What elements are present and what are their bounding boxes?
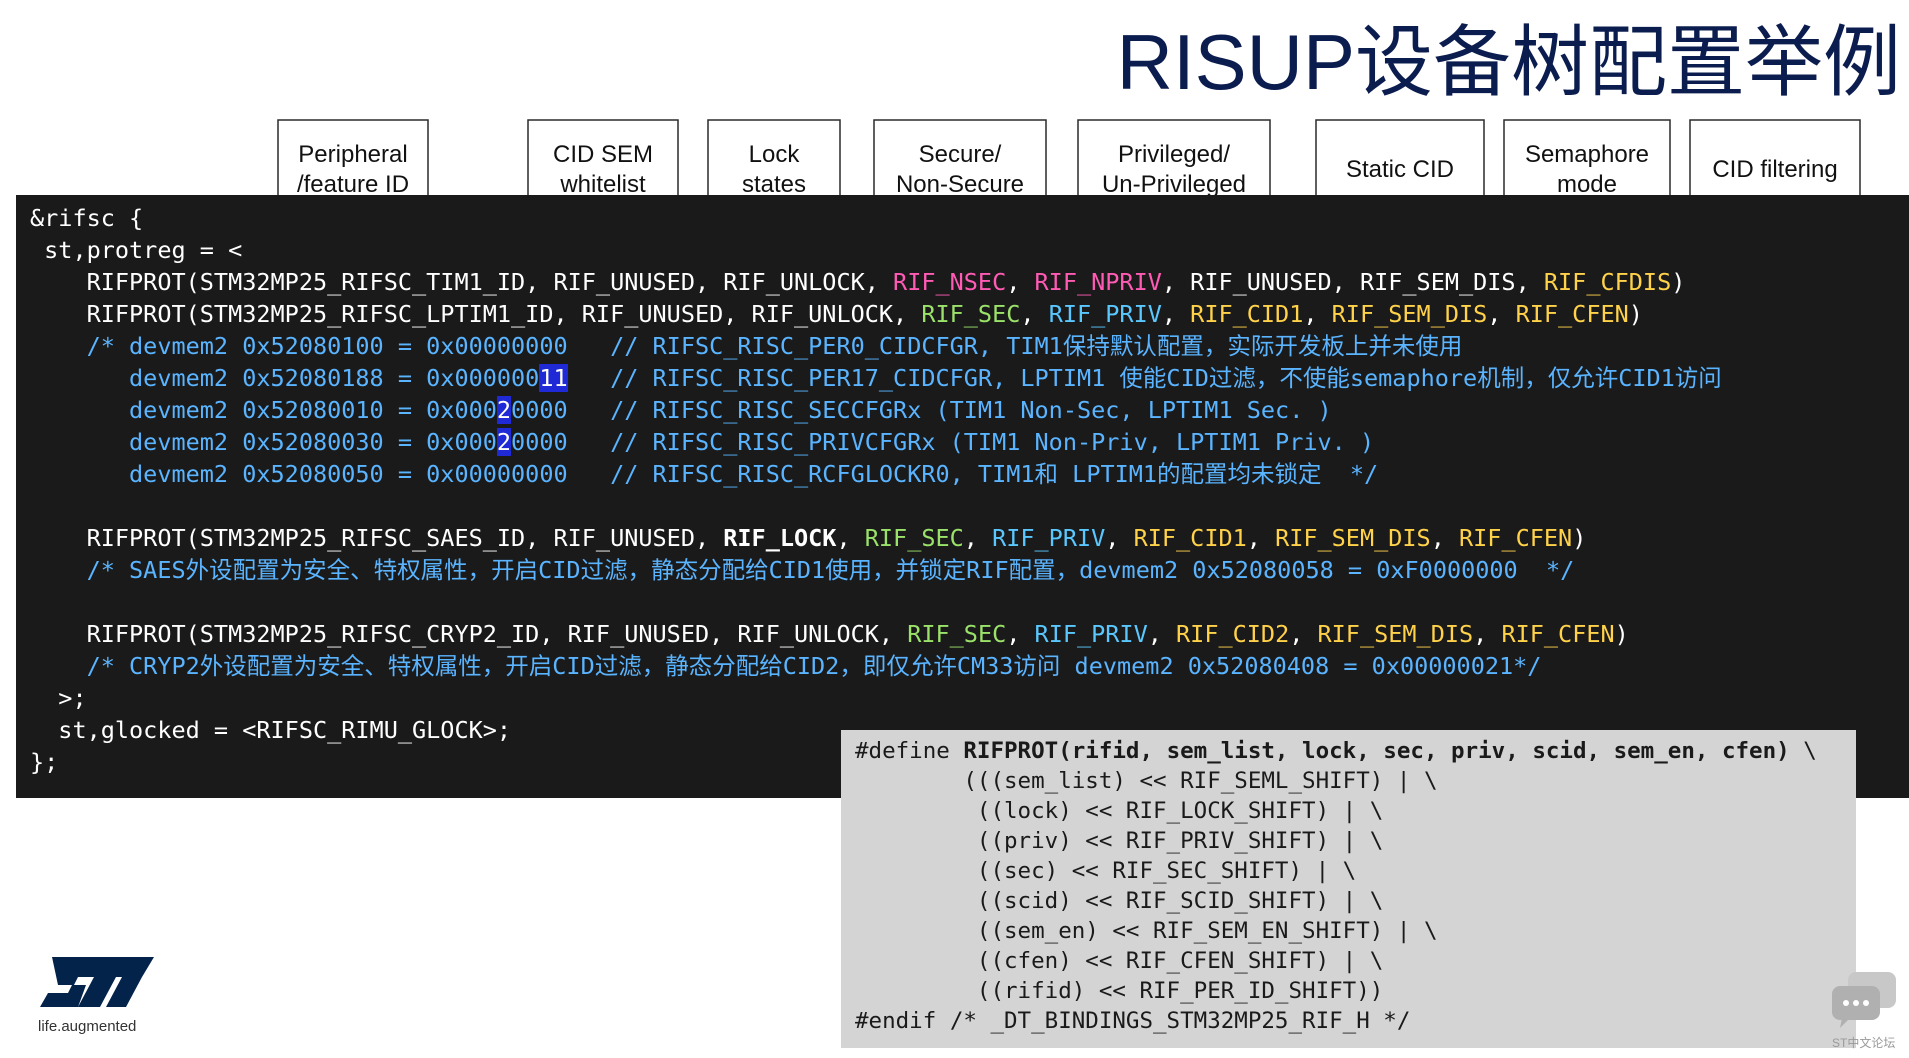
- nsec-token: RIF_NSEC: [893, 268, 1007, 296]
- code-text: RIFPROT(STM32MP25_RIFSC_SAES_ID, RIF_UNU…: [30, 524, 724, 552]
- forum-chat-icon: [1832, 972, 1896, 1028]
- comment-text: // RIFSC_RISC_PER17_CIDCFGR, LPTIM1 使能CI…: [567, 364, 1722, 392]
- define-box: #define RIFPROT(rifid, sem_list, lock, s…: [841, 730, 1856, 1048]
- cfen-token: RIF_CFEN: [1501, 620, 1615, 648]
- define-macro: RIFPROT(rifid, sem_list, lock, sec, priv…: [963, 738, 1790, 764]
- define-text: \: [1789, 738, 1817, 764]
- highlight: 11: [539, 364, 568, 392]
- cfdis-token: RIF_CFDIS: [1543, 268, 1672, 296]
- cid1-token: RIF_CID1: [1133, 524, 1247, 552]
- define-line: ((lock) << RIF_LOCK_SHIFT) | \: [855, 798, 1384, 824]
- code-line: };: [30, 748, 59, 776]
- code-line: st,glocked = <RIFSC_RIMU_GLOCK>;: [30, 716, 512, 744]
- comment-text: 0000 // RIFSC_RISC_SECCFGRx (TIM1 Non-Se…: [511, 396, 1332, 424]
- comment-line: /* CRYP2外设配置为安全、特权属性，开启CID过滤，静态分配给CID2，即…: [30, 652, 1542, 680]
- code-line-tim1: RIFPROT(STM32MP25_RIFSC_TIM1_ID, RIF_UNU…: [30, 268, 1686, 296]
- code-line-cryp2: RIFPROT(STM32MP25_RIFSC_CRYP2_ID, RIF_UN…: [30, 620, 1629, 648]
- code-line: &rifsc {: [30, 204, 144, 232]
- sec-token: RIF_SEC: [864, 524, 964, 552]
- npriv-token: RIF_NPRIV: [1034, 268, 1162, 296]
- priv-token: RIF_PRIV: [992, 524, 1106, 552]
- callout-cid-filter-text: CID filtering: [1712, 156, 1838, 183]
- code-text: RIFPROT(STM32MP25_RIFSC_CRYP2_ID, RIF_UN…: [30, 620, 908, 648]
- comment-line: /* devmem2 0x52080100 = 0x00000000 // RI…: [30, 332, 1463, 360]
- cfen-token: RIF_CFEN: [1459, 524, 1573, 552]
- logo-tagline: life.augmented: [38, 1018, 137, 1035]
- define-line: ((sem_en) << RIF_SEM_EN_SHIFT) | \: [855, 918, 1438, 944]
- callout-cid-filter-label: CID filtering: [1690, 120, 1860, 220]
- callout-cid-sem-label: CID SEM whitelist: [528, 120, 678, 220]
- define-line: ((scid) << RIF_SCID_SHIFT) | \: [855, 888, 1384, 914]
- callout-secure-label: Secure/ Non-Secure: [874, 120, 1046, 220]
- callout-peripheral-label: Peripheral /feature ID: [278, 120, 428, 220]
- callout-priv-text: Privileged/ Un-Privileged: [1101, 141, 1247, 198]
- callout-semaphore-label: Semaphore mode: [1504, 120, 1670, 220]
- code-block: &rifsc { st,protreg = < RIFPROT(STM32MP2…: [16, 195, 1909, 798]
- semdis-token: RIF_SEM_DIS: [1275, 524, 1431, 552]
- code-line: >;: [30, 684, 87, 712]
- callout-peripheral-text: Peripheral /feature ID: [296, 141, 410, 198]
- callout-secure-text: Secure/ Non-Secure: [895, 141, 1025, 198]
- page-title: RISUP设备树配置举例: [1116, 18, 1901, 106]
- semdis-token: RIF_SEM_DIS: [1331, 300, 1488, 328]
- cfen-token: RIF_CFEN: [1515, 300, 1629, 328]
- comment-line: devmem2 0x52080030 = 0x00020000 // RIFSC…: [30, 427, 1374, 457]
- callout-lock-text: Lock states: [741, 141, 807, 198]
- semdis-token: RIF_SEM_DIS: [1317, 620, 1474, 648]
- comment-text: devmem2 0x52080030 = 0x000: [30, 428, 497, 456]
- watermark-text: ST中文论坛: [1832, 1036, 1896, 1050]
- comment-text: devmem2 0x52080188 = 0x000000: [30, 364, 540, 392]
- callout-static-cid-text: Static CID: [1345, 156, 1455, 183]
- code-text: , RIF_UNUSED, RIF_SEM_DIS,: [1161, 268, 1544, 296]
- code-line-lptim1: RIFPROT(STM32MP25_RIFSC_LPTIM1_ID, RIF_U…: [30, 300, 1643, 328]
- comment-line: /* SAES外设配置为安全、特权属性，开启CID过滤，静态分配给CID1使用，…: [30, 556, 1575, 584]
- highlight: 2: [496, 396, 512, 424]
- code-line-saes: RIFPROT(STM32MP25_RIFSC_SAES_ID, RIF_UNU…: [30, 524, 1587, 552]
- comment-line: devmem2 0x52080010 = 0x00020000 // RIFSC…: [30, 395, 1332, 425]
- callout-static-cid-label: Static CID: [1316, 120, 1484, 220]
- code-text: RIFPROT(STM32MP25_RIFSC_LPTIM1_ID, RIF_U…: [30, 300, 922, 328]
- callout-lock-label: Lock states: [708, 120, 840, 220]
- cid2-token: RIF_CID2: [1176, 620, 1290, 648]
- define-line: ((sec) << RIF_SEC_SHIFT) | \: [855, 858, 1357, 884]
- define-line: ((priv) << RIF_PRIV_SHIFT) | \: [855, 828, 1384, 854]
- comment-line: devmem2 0x52080050 = 0x00000000 // RIFSC…: [30, 460, 1379, 488]
- lock-token: RIF_LOCK: [723, 524, 837, 552]
- sec-token: RIF_SEC: [907, 620, 1007, 648]
- define-line: #endif /* _DT_BINDINGS_STM32MP25_RIF_H *…: [855, 1008, 1411, 1034]
- st-logo: [40, 957, 154, 1007]
- code-text: RIFPROT(STM32MP25_RIFSC_TIM1_ID, RIF_UNU…: [30, 268, 894, 296]
- callout-semaphore-text: Semaphore mode: [1524, 141, 1650, 198]
- callout-cid-sem-text: CID SEM whitelist: [552, 141, 653, 198]
- comment-text: devmem2 0x52080010 = 0x000: [30, 396, 497, 424]
- priv-token: RIF_PRIV: [1048, 300, 1162, 328]
- define-text: #define: [855, 738, 964, 764]
- callout-priv-label: Privileged/ Un-Privileged: [1078, 120, 1270, 220]
- highlight: 2: [496, 428, 512, 456]
- cid1-token: RIF_CID1: [1190, 300, 1304, 328]
- code-line: st,protreg = <: [30, 236, 243, 264]
- define-line: ((cfen) << RIF_CFEN_SHIFT) | \: [855, 948, 1384, 974]
- priv-token: RIF_PRIV: [1034, 620, 1148, 648]
- comment-line: devmem2 0x52080188 = 0x00000011 // RIFSC…: [30, 363, 1722, 393]
- sec-token: RIF_SEC: [921, 300, 1021, 328]
- define-line: (((sem_list) << RIF_SEML_SHIFT) | \: [855, 768, 1438, 794]
- define-line: ((rifid) << RIF_PER_ID_SHIFT)): [855, 978, 1384, 1004]
- comment-text: 0000 // RIFSC_RISC_PRIVCFGRx (TIM1 Non-P…: [511, 428, 1375, 456]
- define-line: #define RIFPROT(rifid, sem_list, lock, s…: [855, 736, 1817, 766]
